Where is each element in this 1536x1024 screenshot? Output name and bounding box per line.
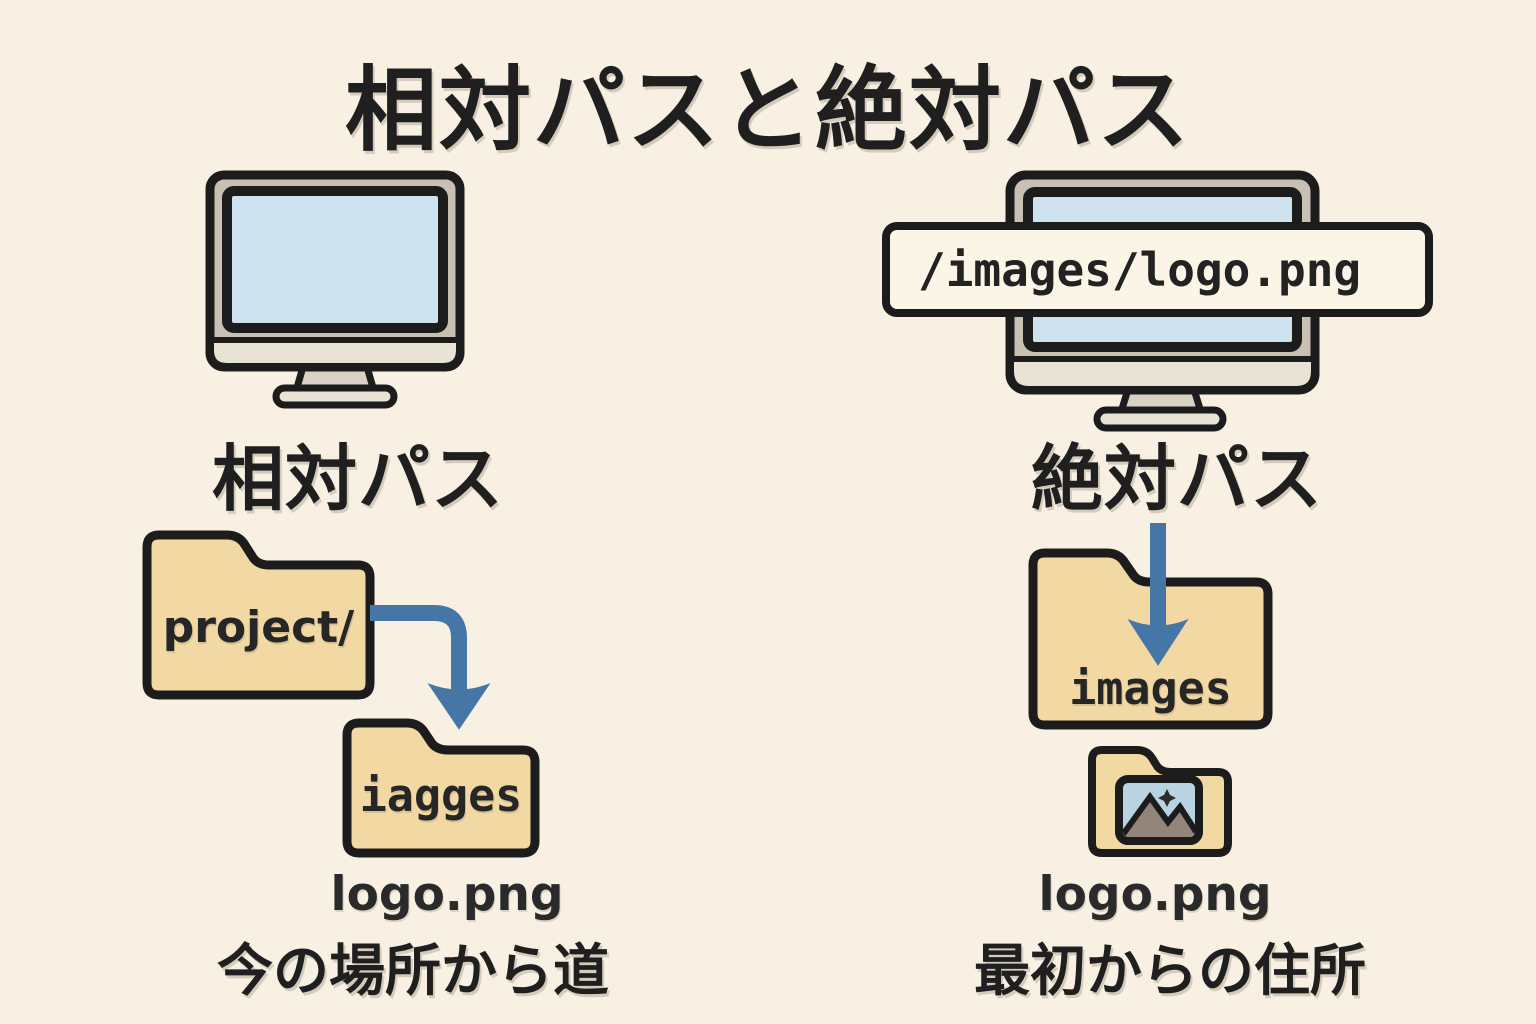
page-title: 相対パスと絶対パス [344,60,1191,162]
path-box: /images/logo.png [882,222,1433,317]
path-box-text: /images/logo.png [918,242,1362,297]
monitor-chin [1008,356,1317,392]
project-folder-label: project/ [162,602,355,653]
sparkle-shape [1158,789,1176,807]
image-thumbnail-icon [1115,775,1203,845]
right-heading: 絶対パス [1030,440,1323,520]
left-heading: 相対パス [211,440,504,520]
file-folder-icon [1088,746,1232,857]
monitor-base [1093,406,1227,432]
curved-down-arrow-icon [370,605,491,730]
monitor-chin [208,337,462,369]
mountain-shape [1123,791,1195,837]
child-folder-label: iagges [359,769,523,822]
images-folder-label: images [1069,662,1232,715]
monitor-base [272,384,398,409]
monitor-screen [222,186,448,333]
caption-left: 今の場所から道 [217,939,609,1002]
child-folder-icon [342,718,540,858]
caption-right: 最初からの住所 [974,939,1366,1002]
monitor-icon-left [205,170,465,409]
down-arrow-icon [1127,523,1189,666]
file-label-right: logo.png [1038,867,1272,922]
project-folder-icon [142,530,375,700]
file-label-left: logo.png [330,867,564,922]
